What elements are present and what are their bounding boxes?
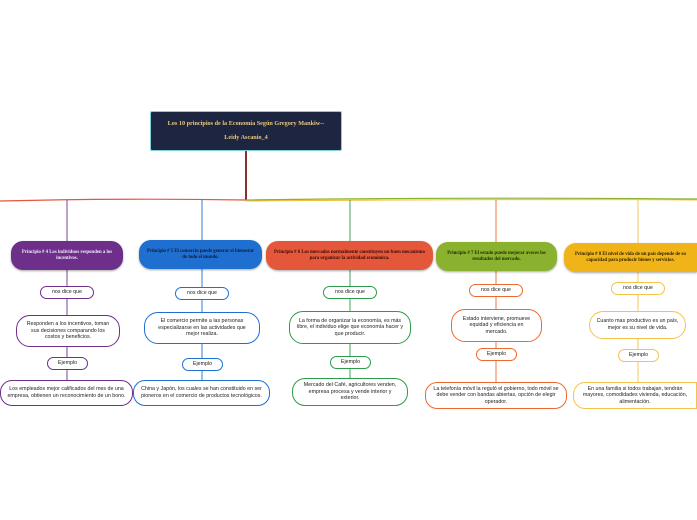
principle-4-says-pill[interactable]: nos dice que [40, 286, 94, 299]
principle-8-label: Principio # 8 El nivel de vida de un paí… [575, 251, 686, 263]
principle-7-explanation[interactable]: Estado interviene, promueve equidad y ef… [451, 309, 542, 342]
principle-4-example-pill[interactable]: Ejemplo [47, 357, 88, 370]
spine-line-left [0, 198, 247, 202]
principle-8-topic[interactable]: Principio # 8 El nivel de vida de un paí… [564, 243, 697, 272]
principle-5-example[interactable]: China y Japón, los cuales se han constit… [133, 380, 270, 406]
principle-6-explanation-text: La forma de organizar la economía, es má… [296, 317, 403, 337]
principle-6-example[interactable]: Mercado del Café, agricultores venden, e… [292, 378, 408, 406]
principle-8-says-pill[interactable]: nos dice que [611, 282, 665, 295]
principle-7-example-text: La telefonía móvil la reguló el gobierno… [433, 385, 559, 405]
principle-4-label: Principio # 4 Los individuos responden a… [21, 249, 113, 261]
principle-8-example-label: Ejemplo [628, 352, 649, 359]
principle-4-explanation[interactable]: Responden a los incentivos, toman sus de… [16, 315, 120, 347]
principle-6-label: Principio # 6 Los mercados normalmente c… [274, 249, 425, 261]
principle-7-says-pill[interactable]: nos dice que [469, 284, 523, 297]
principle-4-example-label: Ejemplo [57, 360, 78, 367]
principle-8-example-text: En una familia si todos trabajan, tendrá… [582, 385, 688, 405]
principle-4-says-label: nos dice que [51, 289, 83, 296]
principle-5-example-label: Ejemplo [192, 361, 213, 368]
principle-6-says-label: nos dice que [334, 289, 366, 296]
principle-4-example[interactable]: Los empleados mejor calificados del mes … [0, 380, 133, 406]
principle-8-explanation[interactable]: Cuanto mas productivo es un país, mejor … [589, 311, 686, 339]
principle-6-example-text: Mercado del Café, agricultores venden, e… [303, 382, 397, 402]
principle-5-says-pill[interactable]: nos dice que [175, 287, 229, 300]
principle-6-topic[interactable]: Principio # 6 Los mercados normalmente c… [266, 241, 433, 270]
root-topic[interactable]: Los 10 principios de la Economía Según G… [150, 111, 342, 151]
root-author: Leidy Ascanio_4 [224, 134, 268, 141]
principle-7-label: Principio # 7 El estado puede mejorar av… [447, 250, 546, 262]
principle-7-example-label: Ejemplo [486, 351, 507, 358]
principle-6-example-pill[interactable]: Ejemplo [330, 356, 371, 369]
principle-8-says-label: nos dice que [622, 285, 654, 292]
principle-5-topic[interactable]: Principio # 5 El comercio puede generar … [139, 240, 262, 269]
principle-5-example-pill[interactable]: Ejemplo [182, 358, 223, 371]
principle-7-explanation-text: Estado interviene, promueve equidad y ef… [462, 315, 531, 335]
principle-7-topic[interactable]: Principio # 7 El estado puede mejorar av… [436, 242, 557, 271]
root-title: Los 10 principios de la Economía Según G… [167, 120, 325, 128]
principle-6-says-pill[interactable]: nos dice que [323, 286, 377, 299]
principle-4-example-text: Los empleados mejor calificados del mes … [7, 386, 126, 399]
spine-line-right [245, 197, 697, 201]
principle-4-explanation-text: Responden a los incentivos, toman sus de… [26, 321, 110, 341]
principle-6-example-label: Ejemplo [340, 359, 361, 366]
principle-7-example[interactable]: La telefonía móvil la reguló el gobierno… [425, 382, 567, 409]
principle-8-example[interactable]: En una familia si todos trabajan, tendrá… [573, 382, 697, 409]
principle-6-explanation[interactable]: La forma de organizar la economía, es má… [289, 311, 411, 344]
principle-8-example-pill[interactable]: Ejemplo [618, 349, 659, 362]
principle-5-example-text: China y Japón, los cuales se han constit… [141, 386, 262, 399]
principle-4-topic[interactable]: Principio # 4 Los individuos responden a… [11, 241, 123, 270]
principle-5-explanation[interactable]: El comercio permite a las personas espec… [144, 312, 260, 344]
principle-8-explanation-text: Cuanto mas productivo es un país, mejor … [596, 318, 679, 331]
principle-7-example-pill[interactable]: Ejemplo [476, 348, 517, 361]
principle-7-says-label: nos dice que [480, 287, 512, 294]
principle-5-says-label: nos dice que [186, 290, 218, 297]
principle-5-explanation-text: El comercio permite a las personas espec… [158, 318, 246, 338]
spine-line-orange [245, 199, 697, 202]
principle-5-label: Principio # 5 El comercio puede generar … [147, 248, 254, 260]
